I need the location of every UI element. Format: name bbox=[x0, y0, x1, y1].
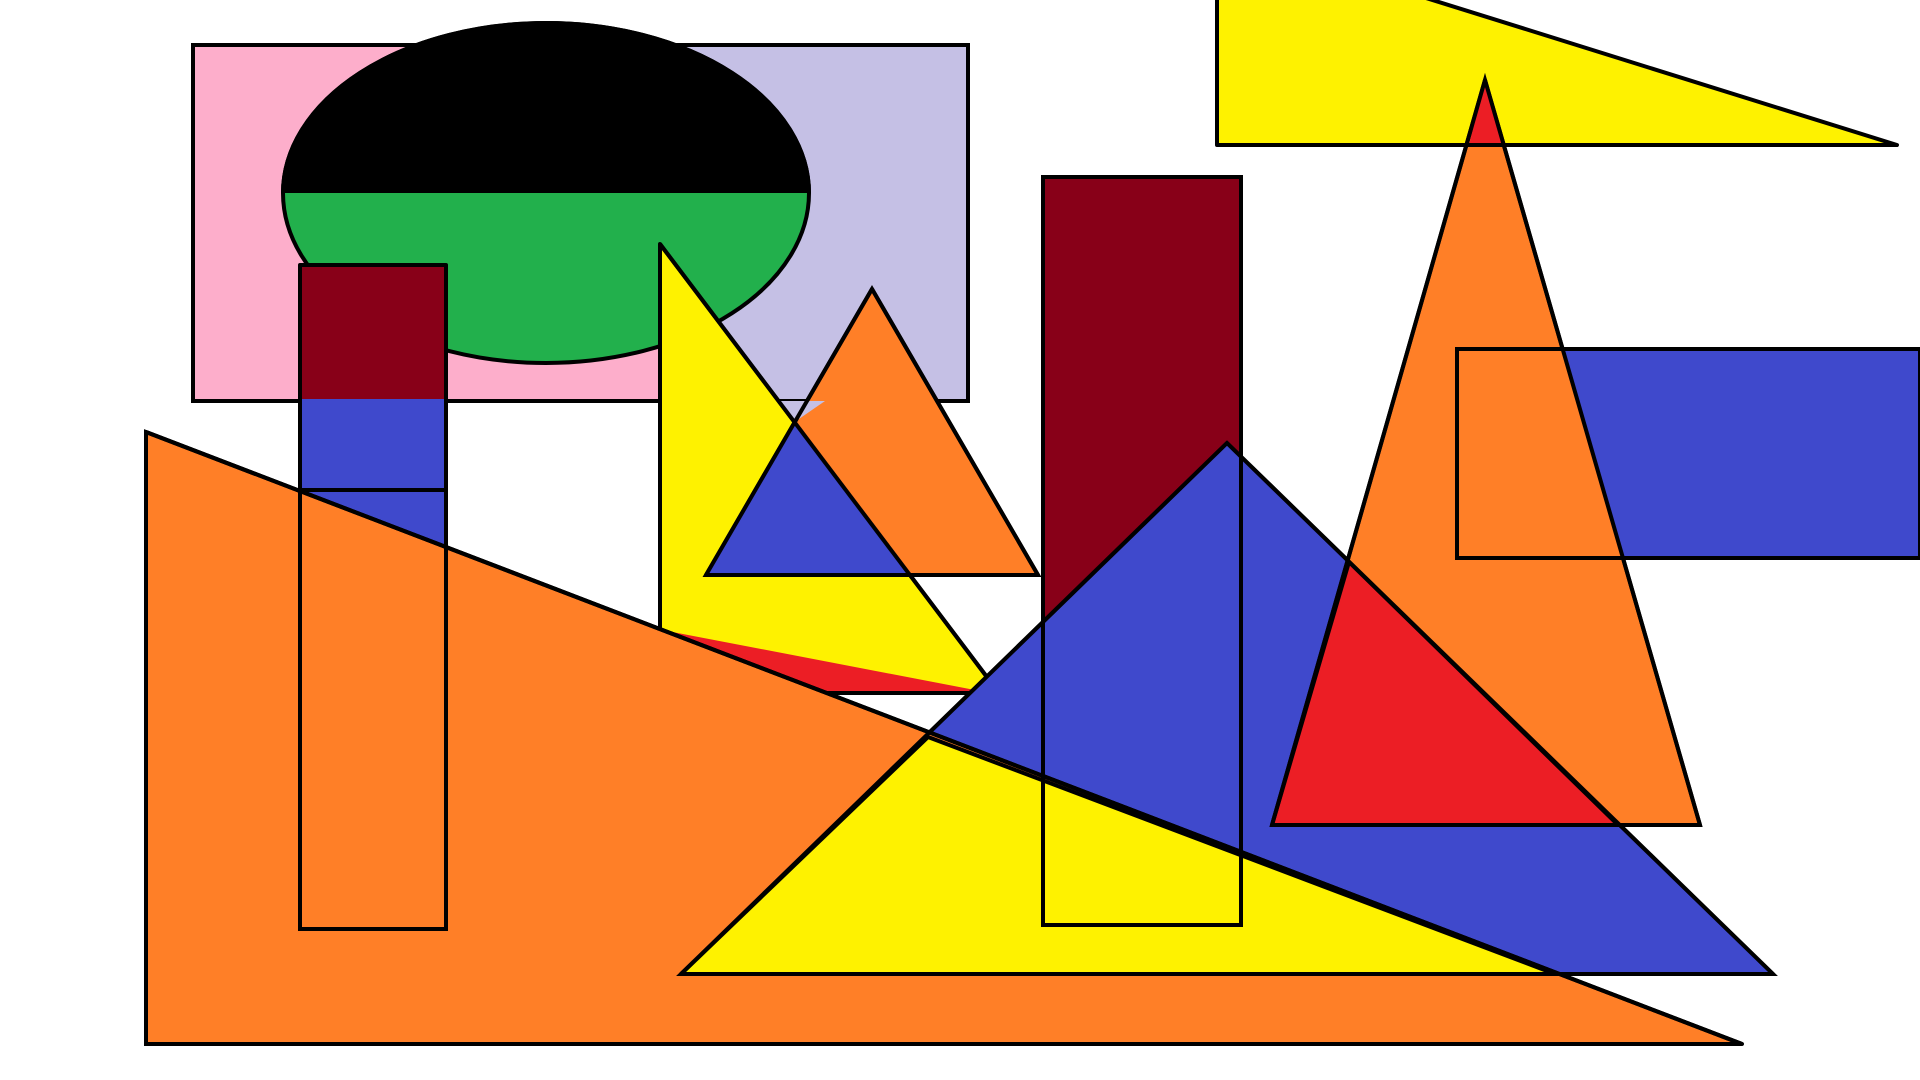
maroon-tall-rectangle-outline bbox=[1041, 175, 1243, 927]
blue-large-triangle-outline bbox=[676, 440, 1778, 976]
blue-right-rectangle-outline bbox=[1455, 347, 1920, 560]
blue-small-triangle bbox=[706, 421, 909, 575]
orange-wedge-hypotenuse bbox=[145, 430, 1743, 1046]
pink-rect-top-edge bbox=[191, 43, 970, 403]
orange-tall-triangle-outline bbox=[1269, 72, 1703, 827]
yellow-triangle-hypotenuse bbox=[658, 242, 1001, 695]
maroon-small-rectangle bbox=[302, 267, 444, 399]
yellow-top-triangle bbox=[1215, 0, 1899, 147]
orange-tall-triangle-inside-blue-rect bbox=[1459, 351, 1621, 556]
red-tip bbox=[1469, 80, 1502, 145]
green-ellipse-top-arc bbox=[281, 21, 811, 194]
orange-triangle-outline bbox=[702, 285, 1042, 577]
